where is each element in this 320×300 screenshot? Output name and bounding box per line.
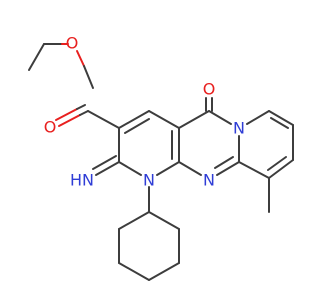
bond	[83, 65, 94, 89]
bond	[238, 161, 270, 179]
ester-carbonyl-oxygen-label: O	[44, 118, 57, 137]
molecule-structure-diagram: O O O HN N N N	[28, 34, 294, 281]
bond	[270, 117, 289, 129]
bond	[118, 110, 150, 129]
bond	[55, 108, 78, 121]
cyclohexyl-nitrogen-label: N	[143, 171, 155, 190]
bond	[267, 156, 287, 171]
bond	[156, 161, 180, 176]
bond	[148, 211, 180, 230]
cyclohexyl-group	[118, 186, 180, 281]
pyrimidine-nitrogen-label: N	[203, 171, 215, 190]
bond	[118, 161, 142, 176]
bond	[118, 211, 150, 230]
bond	[87, 110, 120, 129]
atom-labels: O O O HN N N N	[44, 34, 245, 190]
bond	[208, 110, 232, 125]
left-ring	[92, 110, 180, 176]
ester-carbonyl	[55, 104, 120, 129]
ethyl-group	[28, 43, 94, 89]
bond	[124, 118, 150, 134]
bond	[92, 155, 117, 170]
bond	[216, 161, 240, 176]
bond	[148, 262, 180, 281]
bond	[268, 159, 294, 179]
bond	[28, 43, 45, 71]
bond	[178, 161, 202, 176]
bond	[76, 104, 86, 110]
bridgehead-nitrogen-label: N	[233, 119, 245, 138]
bond	[118, 262, 150, 281]
imine-nh-label: HN	[70, 171, 94, 190]
ketone-oxygen-label: O	[203, 80, 216, 99]
bond	[58, 114, 81, 127]
bond	[178, 110, 210, 129]
bond	[79, 110, 89, 116]
middle-ring	[178, 97, 240, 176]
bond	[268, 110, 294, 126]
bond	[95, 161, 120, 176]
ester-ether-oxygen-label: O	[66, 34, 79, 53]
bond	[76, 50, 85, 67]
bond	[246, 110, 270, 125]
bond	[148, 110, 180, 129]
bond	[214, 156, 234, 169]
right-ring	[238, 110, 294, 213]
